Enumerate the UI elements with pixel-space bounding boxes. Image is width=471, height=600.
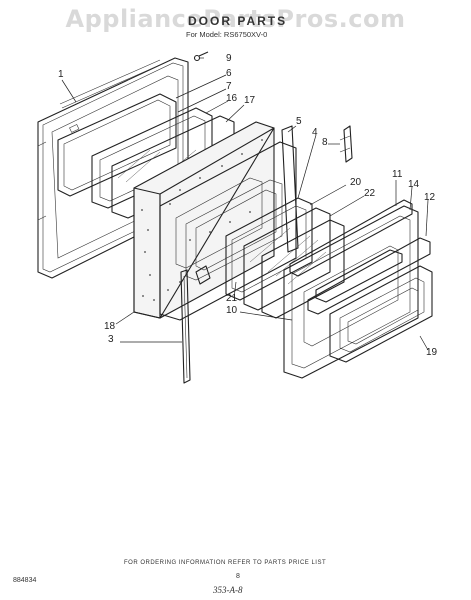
callout-8: 8	[322, 137, 328, 148]
callout-22: 22	[364, 188, 376, 199]
ordering-note: FOR ORDERING INFORMATION REFER TO PARTS …	[124, 560, 327, 566]
part-hinge-bracket	[339, 125, 353, 163]
callout-2: 2	[228, 318, 229, 328]
callout-16: 16	[226, 93, 238, 104]
part-insulation	[133, 121, 275, 319]
callout-11: 11	[392, 169, 403, 180]
callout-17: 17	[244, 95, 256, 106]
callout-21: 21	[226, 293, 238, 304]
callout-6: 5	[296, 116, 302, 127]
part-clip	[195, 265, 211, 285]
callout-4: 4	[312, 127, 318, 138]
part-window-frame	[57, 93, 177, 197]
callout-14: 14	[408, 179, 420, 190]
part-door-gasket	[329, 265, 433, 363]
document-code: 884834	[13, 577, 37, 584]
watermark-text: AppliancePartsPros.com	[65, 5, 406, 33]
sheet-code: 353-A-8	[213, 585, 243, 595]
callout-18: 18	[104, 321, 116, 332]
callout-9: 9	[226, 53, 232, 64]
diagram-title: DOOR PARTS	[188, 14, 288, 28]
part-glass-pack-middle	[243, 207, 331, 311]
part-liner-frame	[289, 199, 431, 315]
callout-3: 3	[108, 334, 114, 345]
callout-19: 19	[426, 347, 438, 358]
page-number: 8	[236, 573, 240, 580]
part-inner-panel	[159, 141, 297, 321]
model-line: For Model: RS6750XV-0	[186, 30, 268, 39]
part-door-strip	[180, 269, 191, 384]
callout-12: 12	[424, 192, 436, 203]
callout-5: 6	[226, 68, 232, 79]
callout-7: 7	[226, 81, 232, 92]
callout-10: 10	[226, 305, 238, 316]
callout-20: 20	[350, 177, 362, 188]
part-side-trim	[281, 125, 299, 253]
leader-lines	[61, 57, 429, 351]
part-door-liner	[283, 205, 419, 379]
part-screw	[193, 51, 209, 62]
part-glass-pack-inner	[261, 219, 345, 319]
callout-1: 1	[58, 69, 64, 80]
